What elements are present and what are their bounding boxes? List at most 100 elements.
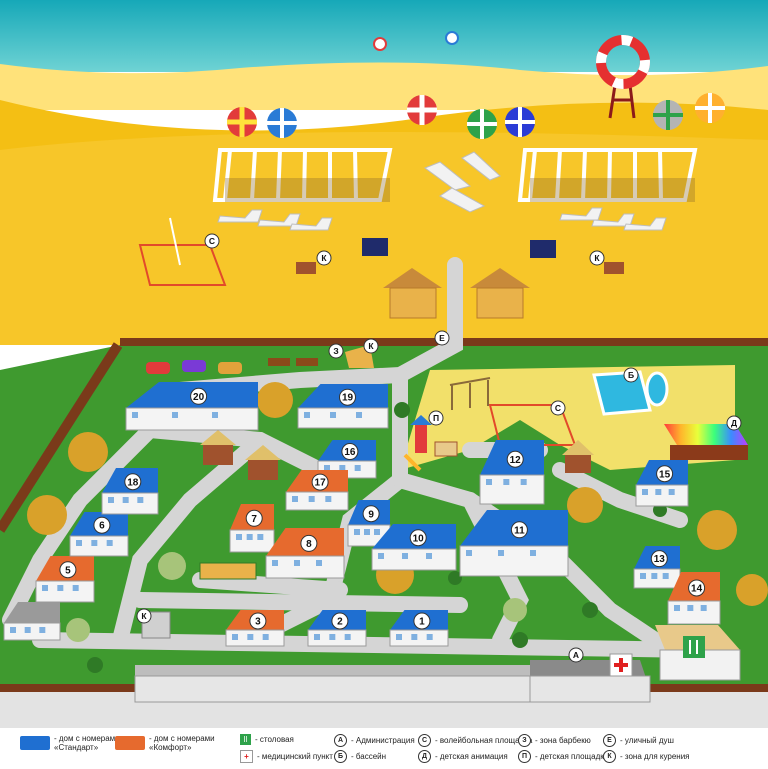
lifeguard-tower [596,35,650,119]
house-18[interactable]: 18 [101,468,159,515]
house-15[interactable]: 15 [635,460,689,507]
house-number-badge [331,612,349,630]
legend-playground-label: - детская площадка [535,752,609,761]
house-11[interactable]: 11 [459,510,569,577]
house-window [642,489,648,495]
marker-bbq-top[interactable]: З [328,343,344,359]
house-number: 1 [419,617,425,628]
marker-circle [568,647,584,663]
house-13[interactable]: 13 [633,546,681,589]
legend-animation-label: - детская анимация [435,752,508,761]
house-20[interactable]: 20 [125,382,259,431]
house-number: 18 [127,477,139,488]
house-number: 14 [691,583,703,594]
house-window [106,540,113,546]
marker-letter: С [555,403,561,413]
marker-circle [550,400,566,416]
house-wall [307,629,367,647]
marker-smoking-beach-left[interactable]: К [316,250,332,266]
legend-shower-label: - уличный душ [620,736,674,745]
marker-smoking-beach-right[interactable]: К [589,250,605,266]
legend-admin-label: - Администрация [351,736,415,745]
house-window [402,553,408,559]
legend-pool-key: Б [334,750,347,763]
legend-medical-label: - медицинский пункт [257,752,333,761]
house-window [354,529,360,535]
marker-pool[interactable]: Б [623,367,639,383]
house-window [172,412,178,418]
legend-smoking-label: - зона для курения [620,752,690,761]
house-window [132,412,138,418]
marker-letter: А [573,650,579,660]
marker-smoking-top[interactable]: К [363,338,379,354]
beach-umbrellas [227,93,725,139]
dining-icon [689,640,698,654]
volleyball-net-beach [169,217,181,266]
house-wall [635,484,689,507]
legend-standard-label: - дом с номерами «Стандарт» [54,734,120,752]
house-wall [297,407,389,429]
house-6[interactable]: 6 [69,512,129,557]
marker-animation[interactable]: Д [726,415,742,431]
house-19[interactable]: 19 [297,384,389,429]
house-window [378,553,384,559]
house-number: 2 [337,617,343,628]
marker-volleyball-field[interactable]: С [550,400,566,416]
marker-circle [434,330,450,346]
pool [592,370,669,416]
marker-shower[interactable]: Е [434,330,450,346]
house-number-badge [506,450,524,468]
house-window [466,550,472,556]
house-number: 20 [193,392,205,403]
house-12[interactable]: 12 [479,440,545,505]
house-number-badge [300,534,318,552]
house-7[interactable]: 7 [229,504,275,553]
marker-letter: К [141,611,147,621]
house-window [640,573,646,579]
house-1[interactable]: 1 [389,610,449,647]
marker-administration[interactable]: А [568,647,584,663]
house-window [236,534,242,540]
house-window [10,627,16,633]
house-window [257,534,264,540]
house-number: 17 [315,478,327,489]
legend-medical: + - медицинский пункт [240,750,333,763]
marker-circle [328,343,344,359]
house-window [57,585,64,591]
house-17[interactable]: 17 [285,470,349,511]
legend-smoking-key: К [603,750,616,763]
marker-smoking-bottom[interactable]: К [136,608,152,624]
house-3[interactable]: 3 [225,610,285,647]
legend-bbq: З - зона барбекю [518,734,591,747]
house-window [308,496,315,502]
house-number-badge [59,561,77,579]
house-14[interactable]: 14 [667,572,721,625]
pergola-right-shade [530,178,695,202]
beach-balls [373,31,459,51]
house-window [651,573,658,579]
house-8[interactable]: 8 [265,528,345,579]
house-number-badge [650,550,668,568]
house-window [344,634,351,640]
medical-legend-icon: + [240,750,253,763]
house-2[interactable]: 2 [307,610,367,647]
house-window [668,489,675,495]
beach-cabanas [296,238,624,274]
marker-playground[interactable]: П [428,410,444,426]
pergola-left [212,148,393,202]
marker-letter: Е [439,333,445,343]
marker-circle [726,415,742,431]
house-window [272,560,278,566]
playground-equipment [403,377,491,472]
house-10[interactable]: 10 [371,524,457,571]
house-number: 19 [342,393,354,404]
pergola-left-shade [225,178,390,202]
house-window [520,479,527,485]
legend: - дом с номерами «Стандарт» - дом с номе… [0,728,768,769]
legend-playground-key: П [518,750,531,763]
house-4[interactable] [3,602,61,641]
marker-volleyball-beach-left[interactable]: С [204,233,220,249]
house-5[interactable]: 5 [35,556,95,603]
volleyball-court-beach [138,244,227,286]
marker-letter: Д [731,418,737,428]
